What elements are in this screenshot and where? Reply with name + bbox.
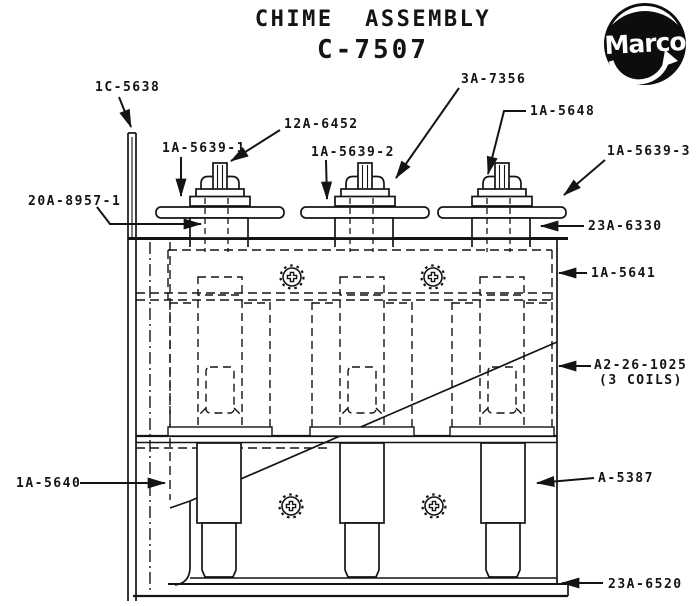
part-label-1a-5648: 1A-5648	[530, 104, 596, 119]
plunger-1	[196, 442, 242, 578]
part-label-20a-8957-1: 20A-8957-1	[28, 194, 122, 209]
arrow-12a-6452	[230, 129, 281, 162]
coil-assembly-group	[167, 276, 555, 437]
arrow-20a-8957-1	[96, 206, 203, 230]
marco-logo-swoosh-bottom	[608, 60, 669, 85]
arrow-1a-5648	[486, 110, 526, 176]
drawing-number: C-7507	[317, 35, 429, 65]
coil-1	[167, 276, 273, 437]
part-label-1a-5639-1: 1A-5639-1	[162, 141, 246, 156]
screw-bottom-left	[278, 493, 304, 519]
part-label-1a-5640: 1A-5640	[16, 476, 82, 491]
arrow-1c-5638	[118, 96, 132, 129]
screw-top-left	[279, 264, 305, 290]
plunger-3	[480, 442, 526, 578]
marco-logo-arrowhead	[662, 50, 678, 67]
part-label-12a-6452: 12A-6452	[284, 117, 359, 132]
part-label-23a-6520: 23A-6520	[608, 577, 683, 592]
coil-2	[309, 276, 415, 437]
marco-logo	[604, 3, 686, 85]
coil-3	[449, 276, 555, 437]
part-label-a-5387: A-5387	[598, 471, 654, 486]
screw-bottom-right	[421, 493, 447, 519]
arrow-1a-5639-2	[321, 159, 333, 201]
plunger-group	[196, 442, 526, 578]
part-label-1c-5638: 1C-5638	[95, 80, 161, 95]
marco-logo-swoosh-top	[612, 5, 678, 25]
callout-arrows	[80, 87, 606, 589]
drawing-title: CHIME ASSEMBLY	[254, 7, 492, 32]
chime-bar-plate	[169, 341, 558, 586]
marco-logo-text: Marco	[603, 26, 687, 61]
part-label-a2-26-1025: A2-26-1025	[594, 358, 688, 373]
arrow-1a-5639-3	[563, 159, 606, 196]
part-label-3-coils: (3 COILS)	[599, 373, 683, 388]
arrow-3a-7356	[395, 87, 460, 179]
part-label-23a-6330: 23A-6330	[588, 219, 663, 234]
part-label-1a-5639-2: 1A-5639-2	[311, 145, 395, 160]
part-label-1a-5639-3: 1A-5639-3	[607, 144, 691, 159]
screw-top-right	[420, 264, 446, 290]
part-label-1a-5641: 1A-5641	[591, 266, 657, 281]
part-label-3a-7356: 3A-7356	[461, 72, 527, 87]
arrow-a-5387	[535, 475, 595, 487]
plunger-2	[339, 442, 385, 578]
chime-unit-group	[155, 162, 567, 253]
